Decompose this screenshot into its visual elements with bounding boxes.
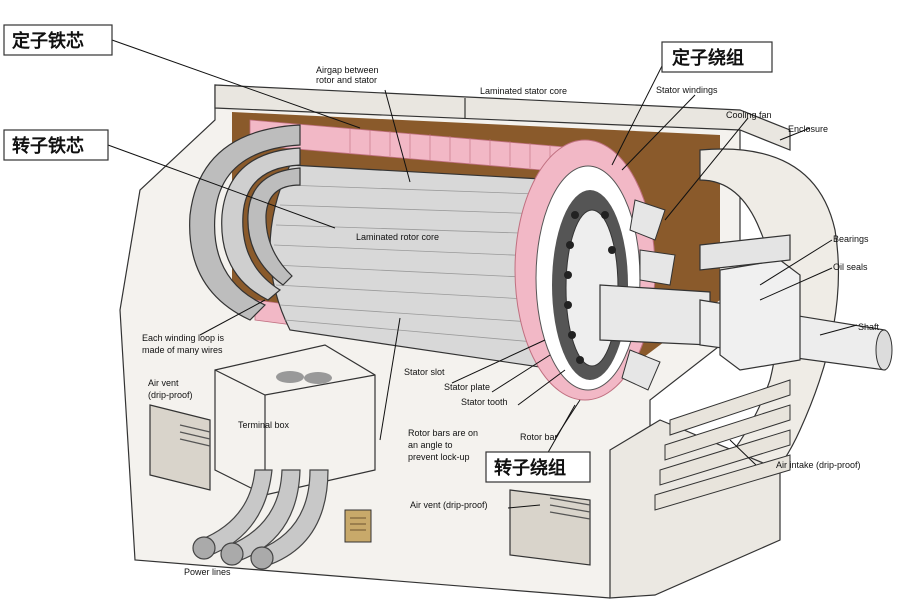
label-airgap-2: rotor and stator <box>316 75 377 85</box>
label-air-intake: Air intake (drip-proof) <box>776 460 861 470</box>
english-labels: Airgap between rotor and stator Laminate… <box>142 65 880 577</box>
callout-rotor-core: 转子铁芯 <box>3 129 109 161</box>
rotor-winding-cn-label: 转子绕组 <box>494 457 566 479</box>
label-laminated-stator-core: Laminated stator core <box>480 86 567 96</box>
label-airgap-1: Airgap between <box>316 65 379 75</box>
label-enclosure: Enclosure <box>788 124 828 134</box>
air-vent-left <box>149 404 211 491</box>
leader-lines <box>107 39 858 509</box>
label-laminated-rotor-core: Laminated rotor core <box>356 232 439 242</box>
label-air-vent-left-2: (drip-proof) <box>148 390 193 400</box>
label-rotor-bar: Rotor bar <box>520 432 558 442</box>
rotor-bar-holes <box>564 211 616 364</box>
stator-core-cn-label: 定子铁芯 <box>12 30 84 52</box>
label-oil-seals: Oil seals <box>833 262 868 272</box>
label-stator-tooth: Stator tooth <box>461 397 508 407</box>
label-rotor-bars-2: an angle to <box>408 440 453 450</box>
label-stator-plate: Stator plate <box>444 382 490 392</box>
air-intake-grille <box>654 379 791 511</box>
left-end-windings <box>189 124 301 321</box>
callout-stator-winding: 定子绕组 <box>661 41 773 73</box>
nameplate <box>344 509 372 543</box>
label-stator-windings: Stator windings <box>656 85 718 95</box>
label-air-vent-left-1: Air vent <box>148 378 179 388</box>
air-vent-bottom <box>509 489 591 566</box>
label-power-lines: Power lines <box>184 567 231 577</box>
callout-stator-core: 定子铁芯 <box>3 24 113 56</box>
label-cooling-fan: Cooling fan <box>726 110 772 120</box>
label-rotor-bars-1: Rotor bars are on <box>408 428 478 438</box>
label-winding-loop-2: made of many wires <box>142 345 223 355</box>
callout-rotor-winding: 转子绕组 <box>485 451 591 483</box>
stator-winding-cn-label: 定子绕组 <box>672 47 744 69</box>
label-winding-loop-1: Each winding loop is <box>142 333 225 343</box>
label-rotor-bars-3: prevent lock-up <box>408 452 470 462</box>
rotor-core-cn-label: 转子铁芯 <box>12 135 84 157</box>
label-shaft: Shaft <box>858 322 880 332</box>
label-bearings: Bearings <box>833 234 869 244</box>
shaft <box>599 234 893 371</box>
terminal-box <box>214 344 376 496</box>
label-terminal-box: Terminal box <box>238 420 290 430</box>
label-air-vent-bottom: Air vent (drip-proof) <box>410 500 488 510</box>
power-lines <box>192 469 329 570</box>
label-stator-slot: Stator slot <box>404 367 445 377</box>
